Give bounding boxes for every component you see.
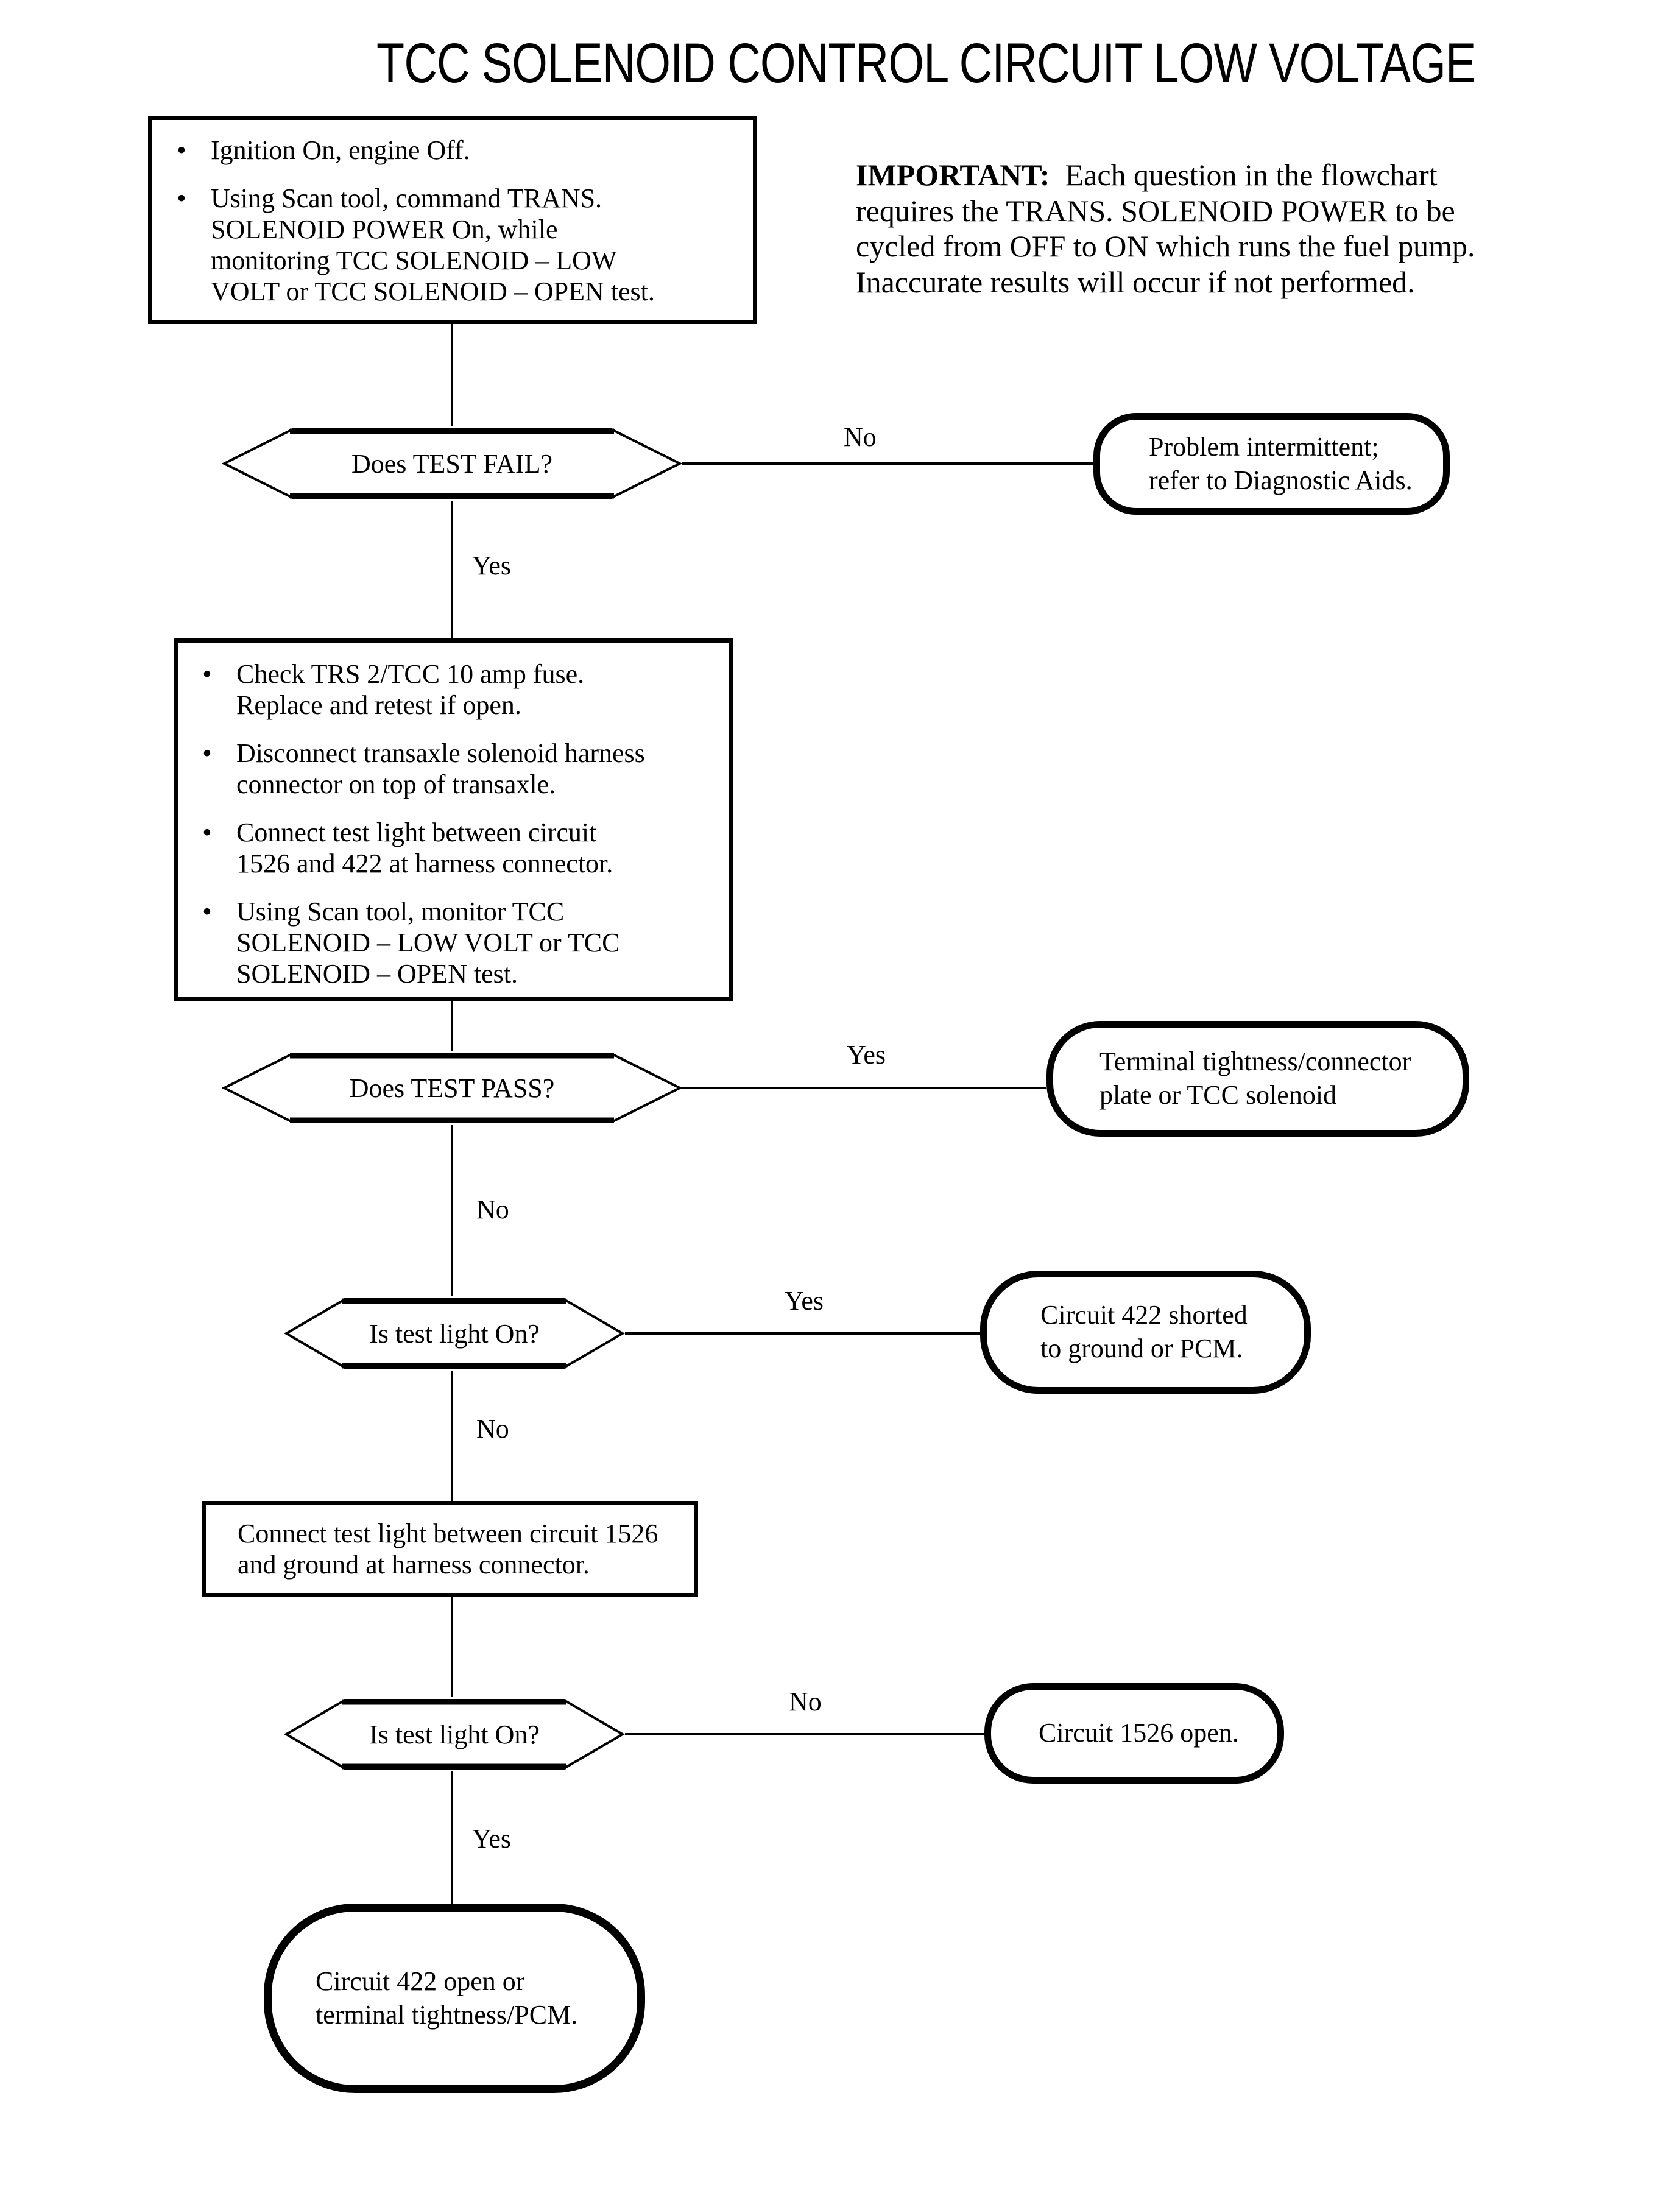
bullet-line: Ignition On, engine Off. [211, 135, 470, 165]
connector-testlight1-yes-branch [625, 1332, 980, 1335]
bullet-line: SOLENOID – OPEN test. [236, 959, 518, 989]
terminal-line: refer to Diagnostic Aids. [1149, 465, 1413, 495]
label-no: No [789, 1687, 822, 1717]
label-yes: Yes [785, 1286, 824, 1316]
important-note-line: Inaccurate results will occur if not per… [856, 264, 1415, 299]
bullet-line: Replace and retest if open. [236, 690, 521, 721]
connector-testfail-to-checkbox [451, 501, 453, 638]
bullet-line: Using Scan tool, monitor TCC [236, 897, 565, 927]
page-title-text: TCC SOLENOID CONTROL CIRCUIT LOW VOLTAGE [376, 32, 1476, 94]
decision-question: Is test light On? [369, 1719, 540, 1749]
label-yes: Yes [472, 551, 512, 581]
connector-testfail-no-branch [682, 462, 1093, 465]
label-no: No [844, 422, 877, 452]
bullet-line: SOLENOID POWER On, while [211, 214, 558, 245]
important-note-text: Each question in the flowchart [1065, 158, 1438, 192]
connector-testlight1-to-actionbox [451, 1371, 453, 1501]
decision-question: Does TEST FAIL? [351, 448, 552, 479]
bullet-icon: • [202, 738, 212, 769]
label-yes: Yes [472, 1824, 512, 1854]
setup-instructions-box: • Ignition On, engine Off. • Using Scan … [148, 116, 757, 324]
decision-is-test-light-on-1: Is test light On? [284, 1296, 625, 1371]
connector-actionbox-to-testlight2 [451, 1597, 453, 1697]
decision-is-test-light-on-2: Is test light On? [284, 1697, 625, 1771]
important-note-line: requires the TRANS. SOLENOID POWER to be [856, 193, 1455, 228]
bullet-line: connector on top of transaxle. [236, 769, 556, 800]
page-title: TCC SOLENOID CONTROL CIRCUIT LOW VOLTAGE [256, 32, 1476, 96]
terminal-line: Circuit 422 shorted [1040, 1300, 1248, 1330]
important-note-line: cycled from OFF to ON which runs the fue… [856, 229, 1475, 263]
decision-question: Is test light On? [369, 1318, 540, 1349]
hexagon-shape [284, 1699, 625, 1770]
action-line: and ground at harness connector. [238, 1550, 590, 1580]
decision-question: Does TEST PASS? [349, 1073, 555, 1103]
list-item: • Ignition On, engine Off. [152, 135, 753, 166]
list-item: • Using Scan tool, monitor TCC SOLENOID … [178, 896, 729, 989]
terminal-line: Terminal tightness/connector [1099, 1047, 1411, 1077]
important-label: IMPORTANT: [856, 158, 1050, 192]
terminal-terminal-tightness: Terminal tightness/connector plate or TC… [1046, 1021, 1469, 1137]
bullet-line: Check TRS 2/TCC 10 amp fuse. [236, 659, 585, 689]
terminal-line: Circuit 1526 open. [1039, 1718, 1239, 1748]
important-note-line: IMPORTANT: Each question in the flowchar… [856, 157, 1562, 193]
bullet-line: VOLT or TCC SOLENOID – OPEN test. [211, 277, 655, 307]
label-yes: Yes [847, 1040, 886, 1070]
list-item: • Check TRS 2/TCC 10 amp fuse. Replace a… [178, 658, 729, 721]
hexagon-shape [222, 1053, 682, 1123]
connector-testpass-to-testlight1 [451, 1125, 453, 1296]
label-no: No [476, 1195, 509, 1224]
important-note: IMPORTANT: Each question in the flowchar… [856, 157, 1562, 300]
action-connect-test-light-box: Connect test light between circuit 1526 … [202, 1501, 698, 1597]
list-item: • Connect test light between circuit 152… [178, 817, 729, 879]
label-no: No [476, 1414, 509, 1444]
bullet-line: monitoring TCC SOLENOID – LOW [211, 245, 617, 276]
bullet-icon: • [202, 817, 212, 848]
bullet-icon: • [202, 897, 212, 927]
terminal-problem-intermittent: Problem intermittent; refer to Diagnosti… [1093, 413, 1450, 515]
terminal-line: Circuit 422 open or [316, 1966, 525, 1996]
hexagon-shape [284, 1298, 625, 1369]
connector-checkbox-to-testpass [451, 1001, 453, 1051]
bullet-icon: • [177, 183, 186, 214]
connector-testlight2-to-circuit422open [451, 1771, 453, 1904]
hexagon-shape [222, 428, 682, 499]
terminal-circuit-422-open: Circuit 422 open or terminal tightness/P… [264, 1904, 645, 2093]
bullet-icon: • [202, 659, 212, 689]
decision-does-test-pass: Does TEST PASS? [222, 1051, 682, 1125]
bullet-line: Using Scan tool, command TRANS. [211, 183, 602, 214]
terminal-circuit-422-shorted: Circuit 422 shorted to ground or PCM. [980, 1271, 1311, 1394]
connector-testpass-yes-branch [682, 1087, 1046, 1089]
bullet-line: Disconnect transaxle solenoid harness [236, 738, 645, 769]
bullet-line: SOLENOID – LOW VOLT or TCC [236, 928, 620, 958]
terminal-line: terminal tightness/PCM. [316, 1999, 578, 2030]
action-line: Connect test light between circuit 1526 [238, 1518, 658, 1548]
terminal-line: Problem intermittent; [1149, 431, 1379, 462]
list-item: • Disconnect transaxle solenoid harness … [178, 738, 729, 800]
terminal-circuit-1526-open: Circuit 1526 open. [984, 1683, 1284, 1784]
bullet-icon: • [177, 135, 186, 165]
connector-testlight2-no-branch [625, 1733, 984, 1735]
bullet-line: Connect test light between circuit [236, 817, 597, 848]
decision-does-test-fail: Does TEST FAIL? [222, 426, 682, 501]
list-item: • Using Scan tool, command TRANS. SOLENO… [152, 183, 753, 307]
terminal-line: plate or TCC solenoid [1099, 1080, 1337, 1110]
connector-setup-to-testfail [451, 324, 453, 426]
bullet-line: 1526 and 422 at harness connector. [236, 849, 613, 879]
terminal-line: to ground or PCM. [1040, 1333, 1243, 1363]
check-instructions-box: • Check TRS 2/TCC 10 amp fuse. Replace a… [174, 638, 733, 1001]
